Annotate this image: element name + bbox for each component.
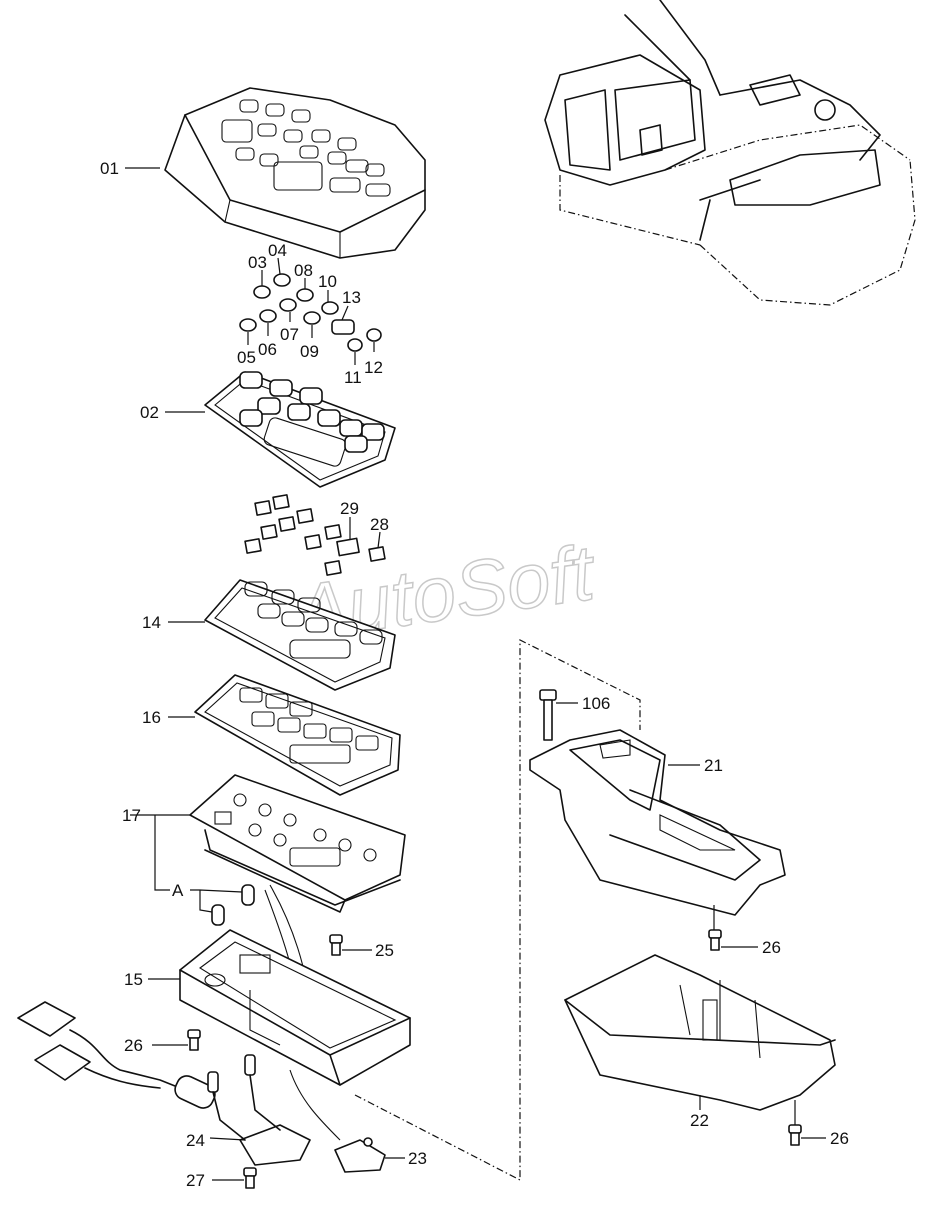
callout-23: 23	[408, 1149, 427, 1168]
callout-24: 24	[186, 1131, 205, 1150]
callout-15: 15	[124, 970, 143, 989]
callout-02: 02	[140, 403, 159, 422]
callout-10: 10	[318, 272, 337, 291]
callout-29: 29	[340, 499, 359, 518]
callout-26-left: 26	[124, 1036, 143, 1055]
callout-16: 16	[142, 708, 161, 727]
callout-106: 106	[582, 694, 610, 713]
part-17-board	[130, 774, 406, 913]
part-16-plate	[168, 674, 401, 796]
machine-overview	[544, 0, 916, 306]
callout-21: 21	[704, 756, 723, 775]
part-27-screw	[212, 1167, 257, 1189]
assembly-line	[354, 639, 641, 1181]
part-02-plate	[165, 371, 396, 488]
callout-17: 17	[122, 806, 141, 825]
callout-A: A	[172, 881, 184, 900]
callout-04: 04	[268, 241, 287, 260]
part-26-screw-left	[152, 1029, 201, 1051]
callout-27: 27	[186, 1171, 205, 1190]
part-01-cover	[125, 87, 426, 259]
parts-caps-03-13	[239, 257, 382, 365]
callout-14: 14	[142, 613, 161, 632]
part-15-case	[148, 929, 411, 1086]
part-A-bulbs	[190, 884, 313, 1036]
callout-08: 08	[294, 261, 313, 280]
part-26-screw-right-top	[708, 905, 758, 951]
callout-11: 11	[344, 368, 362, 387]
wire-harness	[17, 1001, 341, 1166]
part-14-plate	[168, 579, 396, 691]
callout-01: 01	[100, 159, 119, 178]
callout-26-right-bottom: 26	[830, 1129, 849, 1148]
callout-09: 09	[300, 342, 319, 361]
callout-28: 28	[370, 515, 389, 534]
callout-25: 25	[375, 941, 394, 960]
callout-13: 13	[342, 288, 361, 307]
part-22-cover	[564, 954, 836, 1111]
callout-05: 05	[237, 348, 256, 367]
callout-12: 12	[364, 358, 383, 377]
parts-28-29	[244, 494, 386, 576]
callout-22: 22	[690, 1111, 709, 1130]
part-25-screw	[329, 934, 372, 956]
part-23-grommet	[334, 1137, 405, 1173]
part-21-bracket	[529, 729, 786, 916]
part-106-bolt	[539, 689, 578, 741]
part-26-screw-right-bottom	[788, 1100, 826, 1146]
callout-06: 06	[258, 340, 277, 359]
callout-26-right-top: 26	[762, 938, 781, 957]
callout-03: 03	[248, 253, 267, 272]
callout-07: 07	[280, 325, 299, 344]
